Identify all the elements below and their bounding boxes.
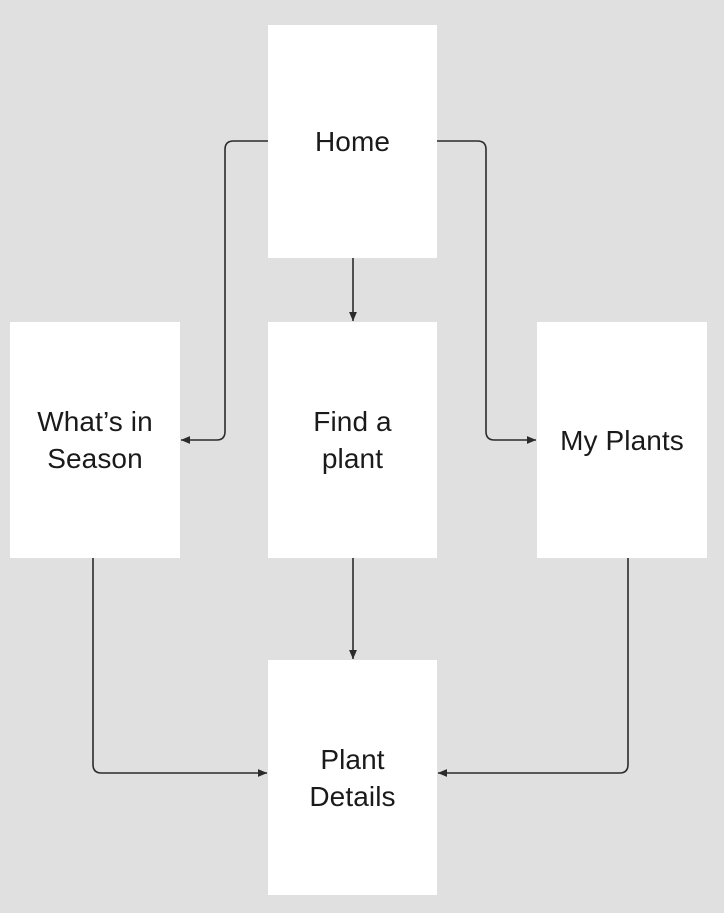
node-find-a-plant[interactable]: Find a plant bbox=[268, 322, 437, 558]
node-my-plants-label: My Plants bbox=[560, 424, 684, 456]
edge-home-to-season bbox=[180, 140, 268, 444]
node-whats-in-season-label: What’s in Season bbox=[37, 406, 153, 474]
node-find-a-plant-label: Find a plant bbox=[313, 406, 392, 474]
node-home-label: Home bbox=[314, 126, 391, 157]
node-plant-details[interactable]: Plant Details bbox=[268, 660, 437, 895]
node-whats-in-season[interactable]: What’s in Season bbox=[10, 322, 180, 558]
node-my-plants[interactable]: My Plants bbox=[537, 322, 707, 558]
node-plant-details-label: Plant Details bbox=[309, 743, 396, 812]
edge-myplants-to-details bbox=[437, 558, 629, 777]
node-home[interactable]: Home bbox=[268, 25, 437, 258]
edge-season-to-details bbox=[92, 558, 268, 777]
edge-home-to-myplants bbox=[437, 140, 537, 444]
